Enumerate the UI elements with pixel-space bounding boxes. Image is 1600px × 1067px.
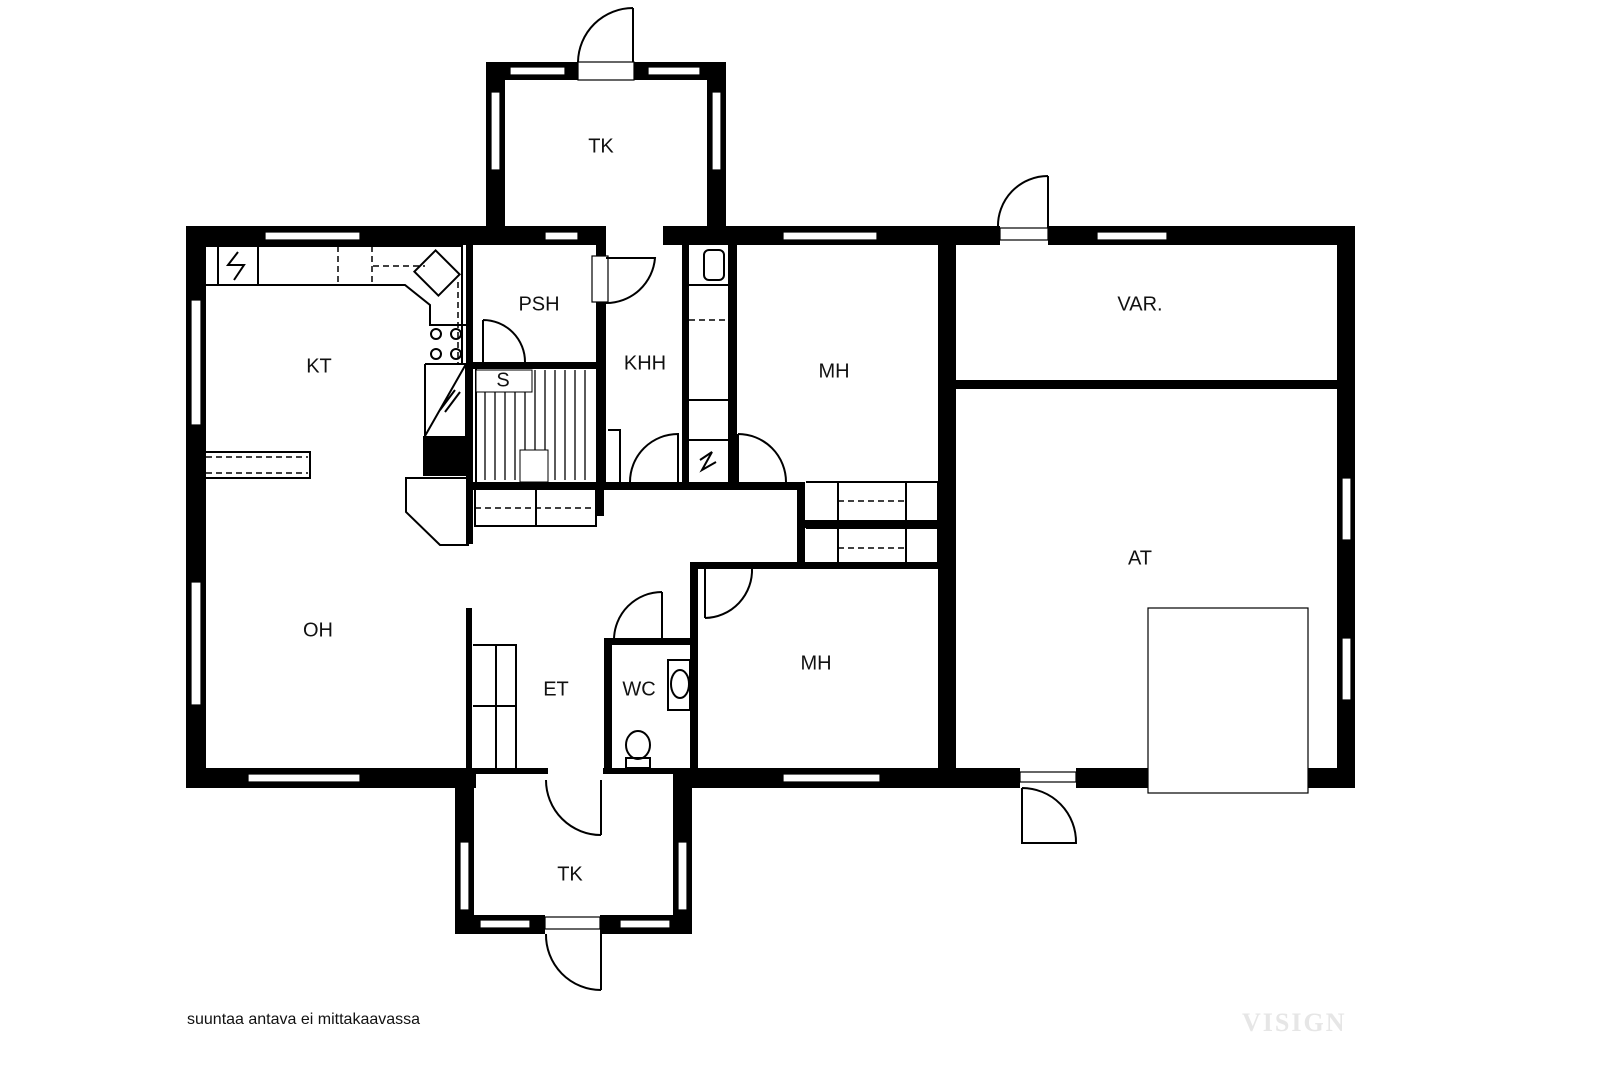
doors bbox=[482, 7, 1078, 991]
room-label-kt: KT bbox=[306, 355, 332, 377]
interior-walls bbox=[423, 244, 940, 773]
room-label-wc: WC bbox=[622, 678, 655, 700]
room-label-tk-bottom: TK bbox=[557, 863, 583, 885]
room-label-at: AT bbox=[1128, 547, 1152, 569]
room-label-tk-top: TK bbox=[588, 135, 614, 157]
room-label-psh: PSH bbox=[518, 293, 559, 315]
room-label-var: VAR. bbox=[1117, 293, 1162, 315]
room-label-s: S bbox=[496, 369, 509, 391]
scale-disclaimer: suuntaa antava ei mittakaavassa bbox=[187, 1011, 421, 1028]
room-label-khh: KHH bbox=[624, 352, 666, 374]
room-label-mh-lower: MH bbox=[800, 652, 831, 674]
room-label-et: ET bbox=[543, 678, 569, 700]
windows bbox=[190, 66, 1352, 929]
door-openings bbox=[544, 60, 1309, 936]
room-labels: TK PSH KT S KHH MH VAR. AT OH ET WC MH T… bbox=[303, 135, 1163, 885]
exterior-walls bbox=[186, 62, 1355, 934]
room-label-oh: OH bbox=[303, 619, 333, 641]
room-label-mh-upper: MH bbox=[818, 360, 849, 382]
fixtures bbox=[206, 245, 939, 769]
watermark-logo: VISIGN bbox=[1242, 1008, 1347, 1037]
